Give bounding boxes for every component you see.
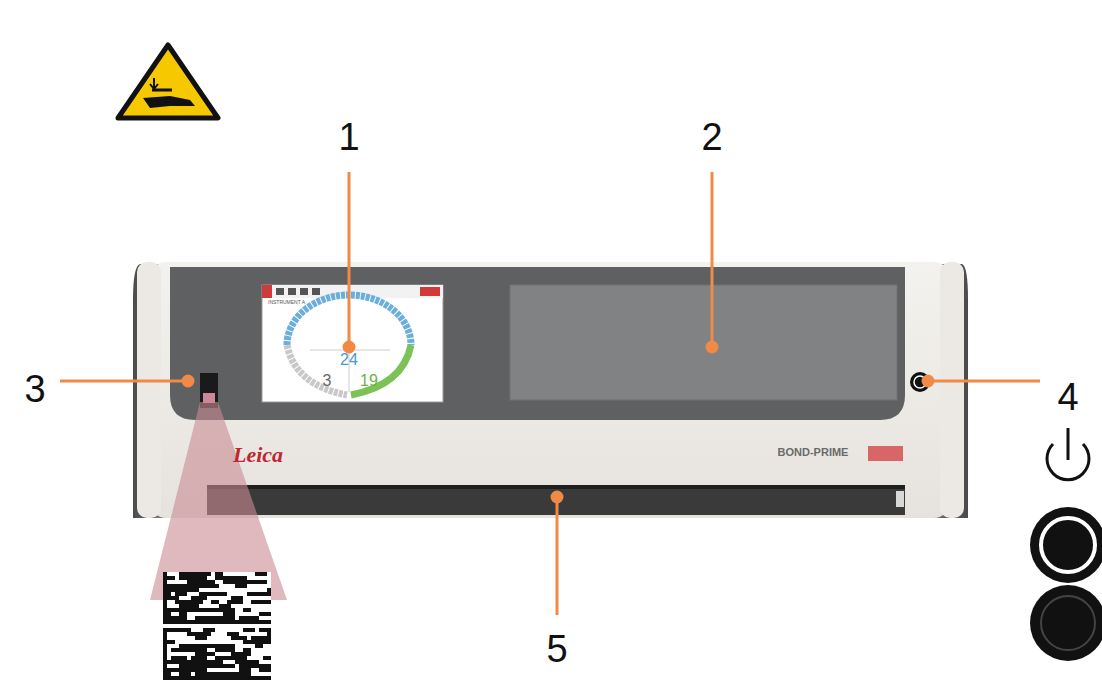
warning-sign <box>118 45 218 118</box>
callout-number: 3 <box>24 370 45 408</box>
callout-number: 1 <box>338 118 359 156</box>
screen-title: INSTRUMENT A <box>268 300 305 305</box>
product-name: BOND-PRIME <box>778 447 849 458</box>
front-panel <box>170 267 905 420</box>
screen-count: 24 <box>340 352 358 368</box>
leader-lines <box>60 172 1040 615</box>
touchscreen <box>262 285 443 402</box>
power-symbols <box>1030 428 1102 661</box>
brand-logo: Leica <box>233 444 283 466</box>
second-display <box>510 285 897 400</box>
instrument-housing <box>133 262 968 518</box>
callout-number: 4 <box>1057 378 1078 416</box>
callout-number: 5 <box>546 630 567 668</box>
brand-red-bar <box>868 446 903 461</box>
barcode-scanner <box>150 373 287 600</box>
callout-number: 2 <box>701 118 722 156</box>
screen-count: 3 <box>323 373 332 389</box>
2d-barcode <box>163 572 271 680</box>
screen-count: 19 <box>360 373 378 389</box>
